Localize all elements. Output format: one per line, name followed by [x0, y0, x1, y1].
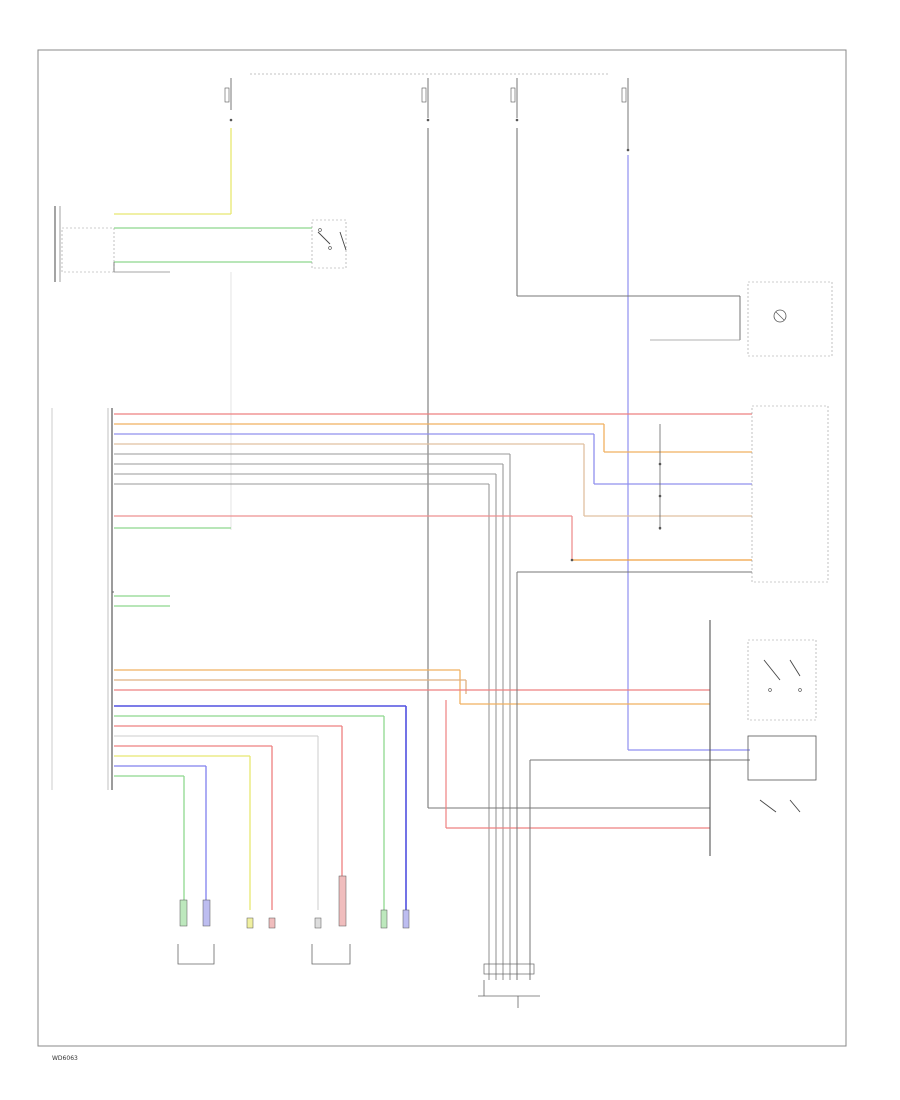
- figure-id: WD6063: [52, 1055, 78, 1062]
- lamp-component: [650, 281, 833, 357]
- sensor-1: [177, 899, 215, 965]
- sensor-4: [380, 909, 410, 929]
- control-module-connector: [51, 408, 113, 790]
- power-source-hot-in-run-right: [510, 78, 519, 122]
- power-source-hot-in-run-center: [421, 78, 430, 122]
- ground-connector-bottom: [478, 963, 540, 1008]
- sensor-2: [246, 917, 276, 929]
- sensor-3: [311, 875, 351, 965]
- sensor-block-right: [570, 405, 829, 583]
- module-label-block: [112, 591, 170, 607]
- top-switch-component: [311, 219, 347, 269]
- relay-component: [709, 620, 817, 856]
- top-left-switch-assembly: [54, 206, 312, 530]
- power-source-hot-at-all-times-right: [621, 78, 630, 152]
- power-source-hot-at-all-times-left: [224, 78, 233, 122]
- diagram-border: [37, 49, 847, 1047]
